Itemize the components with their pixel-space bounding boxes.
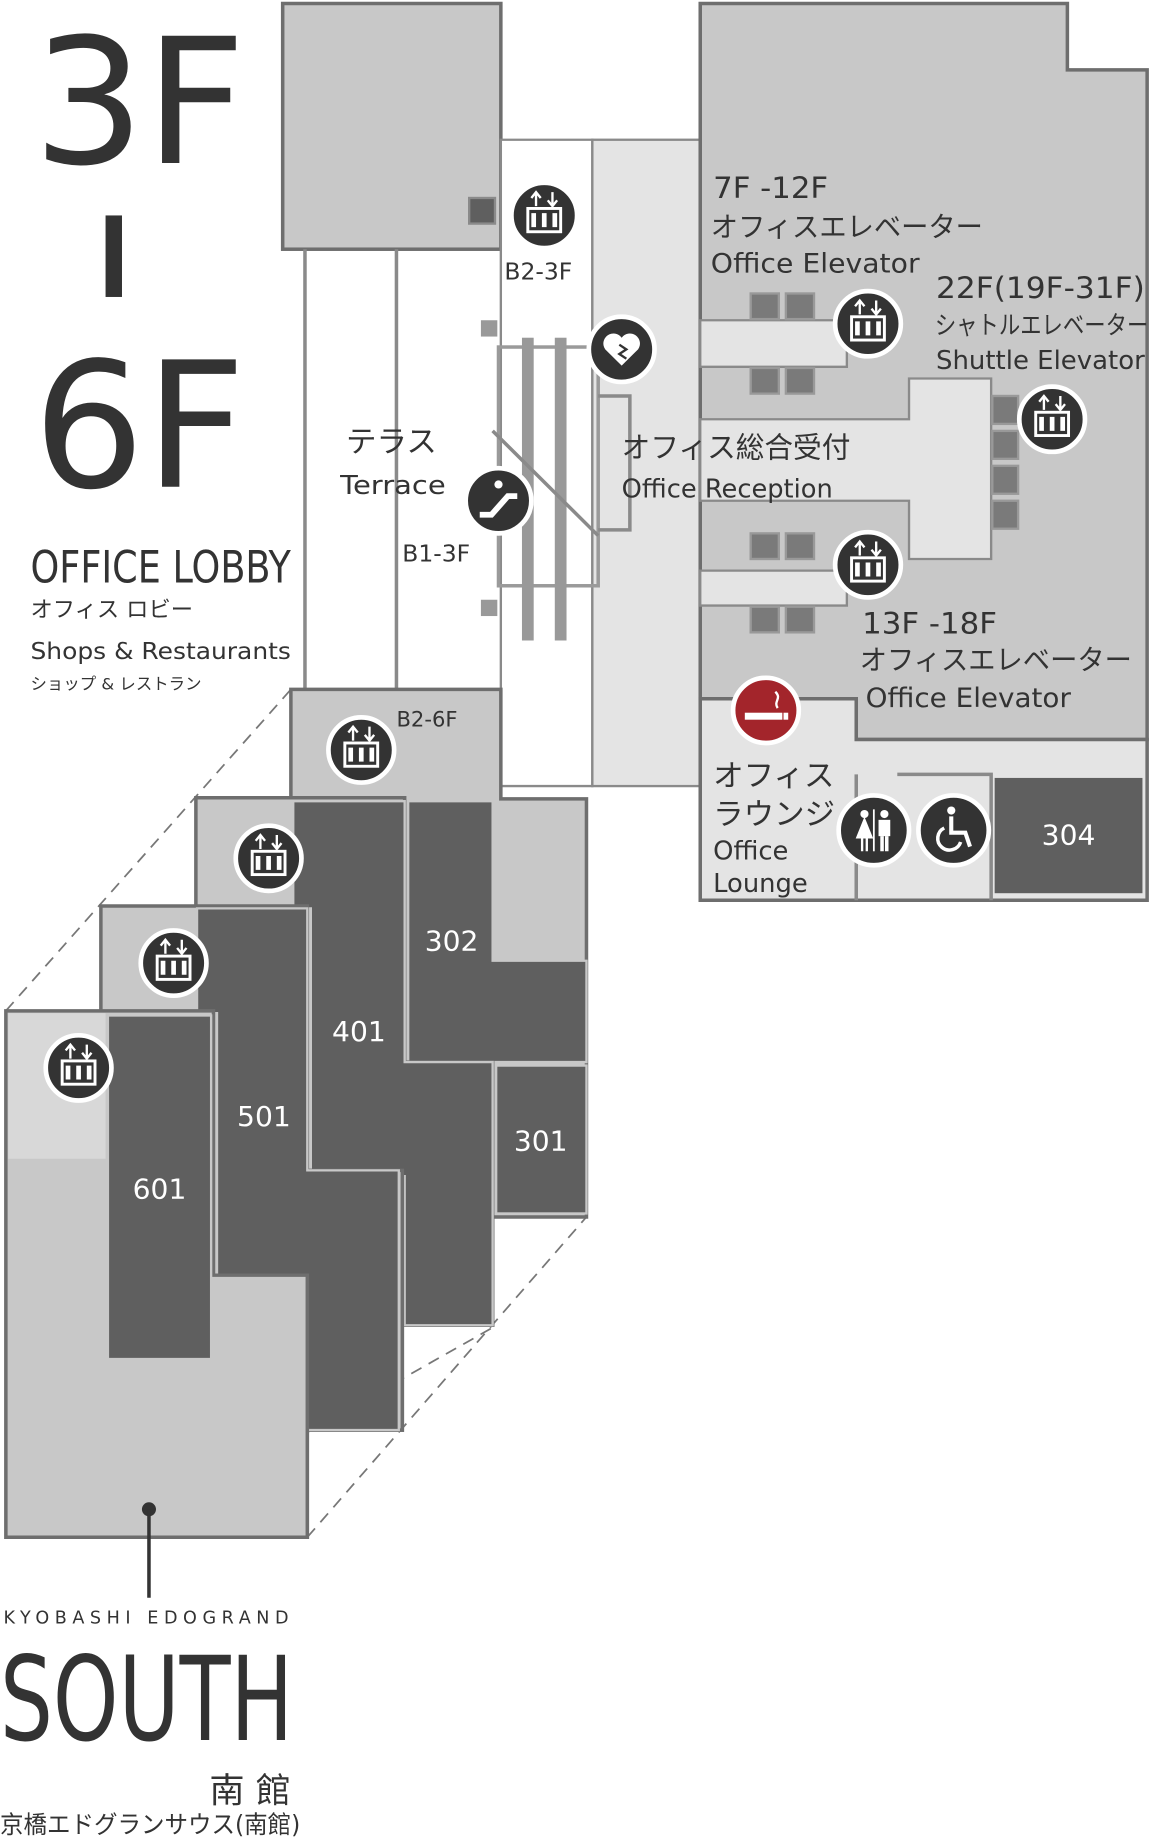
wheelchair-icon[interactable]	[916, 793, 992, 868]
reception-hall	[699, 377, 993, 561]
smoking-area-icon[interactable]	[730, 675, 802, 746]
office-elev-low-ja: オフィスエレベーター	[711, 210, 983, 243]
restroom-icon[interactable]	[836, 793, 912, 868]
reception-ja: オフィス総合受付	[622, 431, 851, 465]
lounge-en-1: Office	[713, 837, 788, 867]
pillar	[480, 599, 498, 617]
room-501-label: 501	[237, 1100, 291, 1133]
room-401-label: 401	[332, 1015, 386, 1048]
aed-icon[interactable]	[586, 314, 657, 385]
elevator-doors	[749, 292, 1020, 634]
upper-block	[280, 1, 503, 251]
title-en: OFFICE LOBBY	[30, 542, 291, 593]
shuttle-en: Shuttle Elevator	[936, 346, 1145, 376]
room-301-label: 301	[514, 1125, 568, 1158]
lounge-ja-1: オフィス	[713, 759, 834, 794]
wall	[897, 772, 993, 901]
escalator-rail	[554, 337, 567, 641]
elevator-icon[interactable]	[236, 826, 302, 891]
subtitle-ja: ショップ & レストラン	[30, 674, 201, 693]
room-301	[494, 1064, 588, 1215]
room-601	[106, 1014, 213, 1361]
office-elev-mid-ja: オフィスエレベーター	[860, 644, 1132, 677]
elevator-icon[interactable]	[46, 1035, 112, 1100]
office-elev-low-en: Office Elevator	[711, 249, 921, 280]
office-elev-mid-en: Office Elevator	[866, 683, 1072, 714]
terrace-label-en: Terrace	[339, 471, 446, 501]
shuttle-ja: シャトルエレベーター	[935, 311, 1148, 341]
building-brand: KYOBASHI EDOGRAND	[4, 1608, 289, 1628]
elevator-icon[interactable]	[835, 532, 901, 597]
terrace-label-ja: テラス	[346, 425, 437, 460]
room-304-label: 304	[1042, 818, 1096, 851]
reception-en: Office Reception	[622, 474, 833, 504]
reception-desk	[598, 394, 632, 532]
title-ja: オフィス ロビー	[30, 597, 193, 623]
floor-range-bottom: 6F	[33, 325, 246, 528]
subtitle-en: Shops & Restaurants	[30, 637, 290, 665]
lounge-en-2: Lounge	[713, 869, 808, 899]
room-304[interactable]	[994, 777, 1143, 894]
lounge-ja-2: ラウンジ	[713, 798, 835, 833]
esc-b1-3f-label: B1-3F	[402, 539, 470, 567]
room-601-label: 601	[133, 1172, 187, 1205]
office-elev-mid-floors: 13F -18F	[862, 607, 997, 641]
pillar	[480, 320, 498, 337]
floor-range-top: 3F	[33, 2, 246, 205]
stair-line	[491, 429, 600, 537]
elevator-shaft	[468, 196, 497, 225]
elev-b2-6f-label: B2-6F	[396, 707, 457, 732]
elevator-hall	[699, 569, 849, 607]
elevator-icon[interactable]	[328, 717, 394, 782]
floor-range-separator	[105, 215, 122, 297]
elevator-icon[interactable]	[511, 183, 577, 248]
elevator-icon[interactable]	[141, 930, 207, 995]
elevator-icon[interactable]	[1019, 387, 1085, 452]
escalator-icon[interactable]	[463, 465, 534, 536]
elevator-icon[interactable]	[835, 291, 901, 356]
office-elev-low-floors: 7F -12F	[713, 171, 828, 205]
building-name-ja: 南 館	[209, 1771, 291, 1812]
building-full-ja: 京橋エドグランサウス(南館)	[0, 1810, 300, 1839]
elevator-hall	[699, 319, 849, 368]
elev-b2-3f-label: B2-3F	[504, 258, 572, 286]
building-name: SOUTH	[0, 1632, 293, 1768]
shuttle-floors: 22F(19F-31F)	[936, 271, 1145, 305]
room-302-label: 302	[425, 924, 479, 957]
